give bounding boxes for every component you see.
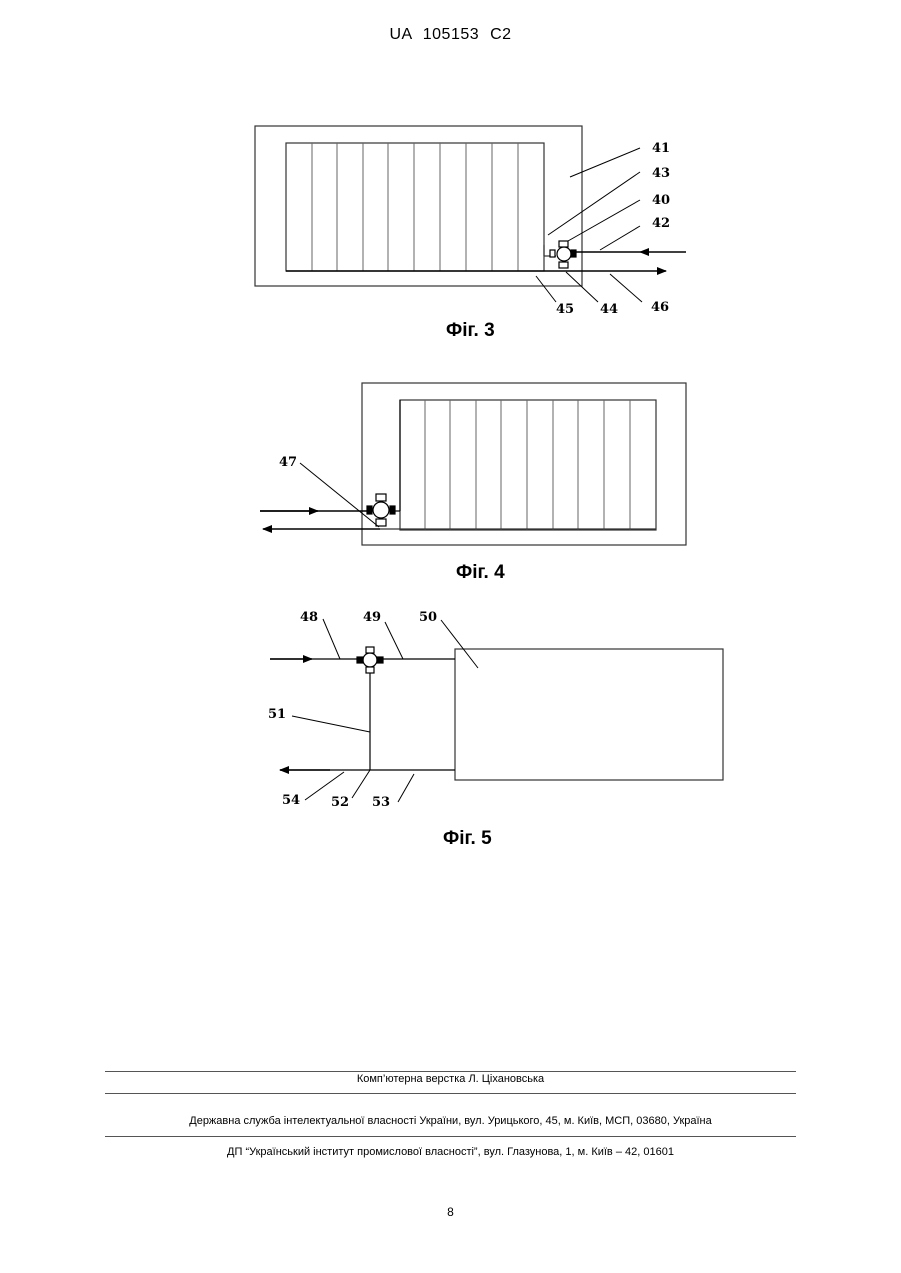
figure-3-caption: Фіг. 3 [446, 320, 495, 341]
label-43: 43 [652, 166, 670, 181]
footer-divider [105, 1093, 796, 1094]
fig5-radiator [455, 649, 723, 780]
label-41: 41 [652, 141, 670, 156]
label-45: 45 [556, 302, 574, 317]
fig5-valve [357, 647, 383, 673]
label-54: 54 [282, 793, 300, 808]
label-48: 48 [300, 610, 318, 625]
label-52: 52 [331, 795, 349, 810]
fig3-radiator-sections [312, 143, 518, 271]
label-46: 46 [651, 300, 669, 315]
figure-5-caption: Фіг. 5 [443, 828, 492, 849]
label-40: 40 [652, 193, 670, 208]
fig4-radiator-sections [425, 400, 630, 530]
fig4-radiator-body [400, 400, 656, 530]
fig3-valve [550, 241, 576, 268]
label-47: 47 [279, 455, 297, 470]
label-42: 42 [652, 216, 670, 231]
label-51: 51 [268, 707, 286, 722]
label-44: 44 [600, 302, 618, 317]
figure-5-drawing [270, 619, 723, 802]
figure-3-labels: 41 43 40 42 45 44 46 [556, 141, 670, 317]
fig5-leader-lines [292, 619, 478, 802]
figure-3-drawing [255, 126, 686, 302]
figure-4-drawing [260, 383, 686, 545]
fig3-leader-lines [536, 148, 642, 302]
figure-4-caption: Фіг. 4 [456, 562, 505, 583]
page-number: 8 [0, 1205, 901, 1219]
layout-credit: Комп’ютерна верстка Л. Ціхановська [0, 1073, 901, 1085]
fig3-radiator-body [286, 143, 544, 271]
fig4-leader-47 [300, 463, 379, 527]
agency-address: Державна служба інтелектуальної власност… [0, 1115, 901, 1127]
label-49: 49 [363, 610, 381, 625]
label-53: 53 [372, 795, 390, 810]
footer-divider [105, 1136, 796, 1137]
institute-address: ДП “Український інститут промислової вла… [0, 1146, 901, 1158]
figure-5-labels: 48 49 50 51 54 52 53 [268, 610, 437, 810]
label-50: 50 [419, 610, 437, 625]
fig4-outer-casing [362, 383, 686, 545]
footer-divider [105, 1071, 796, 1072]
fig3-outer-casing [255, 126, 582, 286]
